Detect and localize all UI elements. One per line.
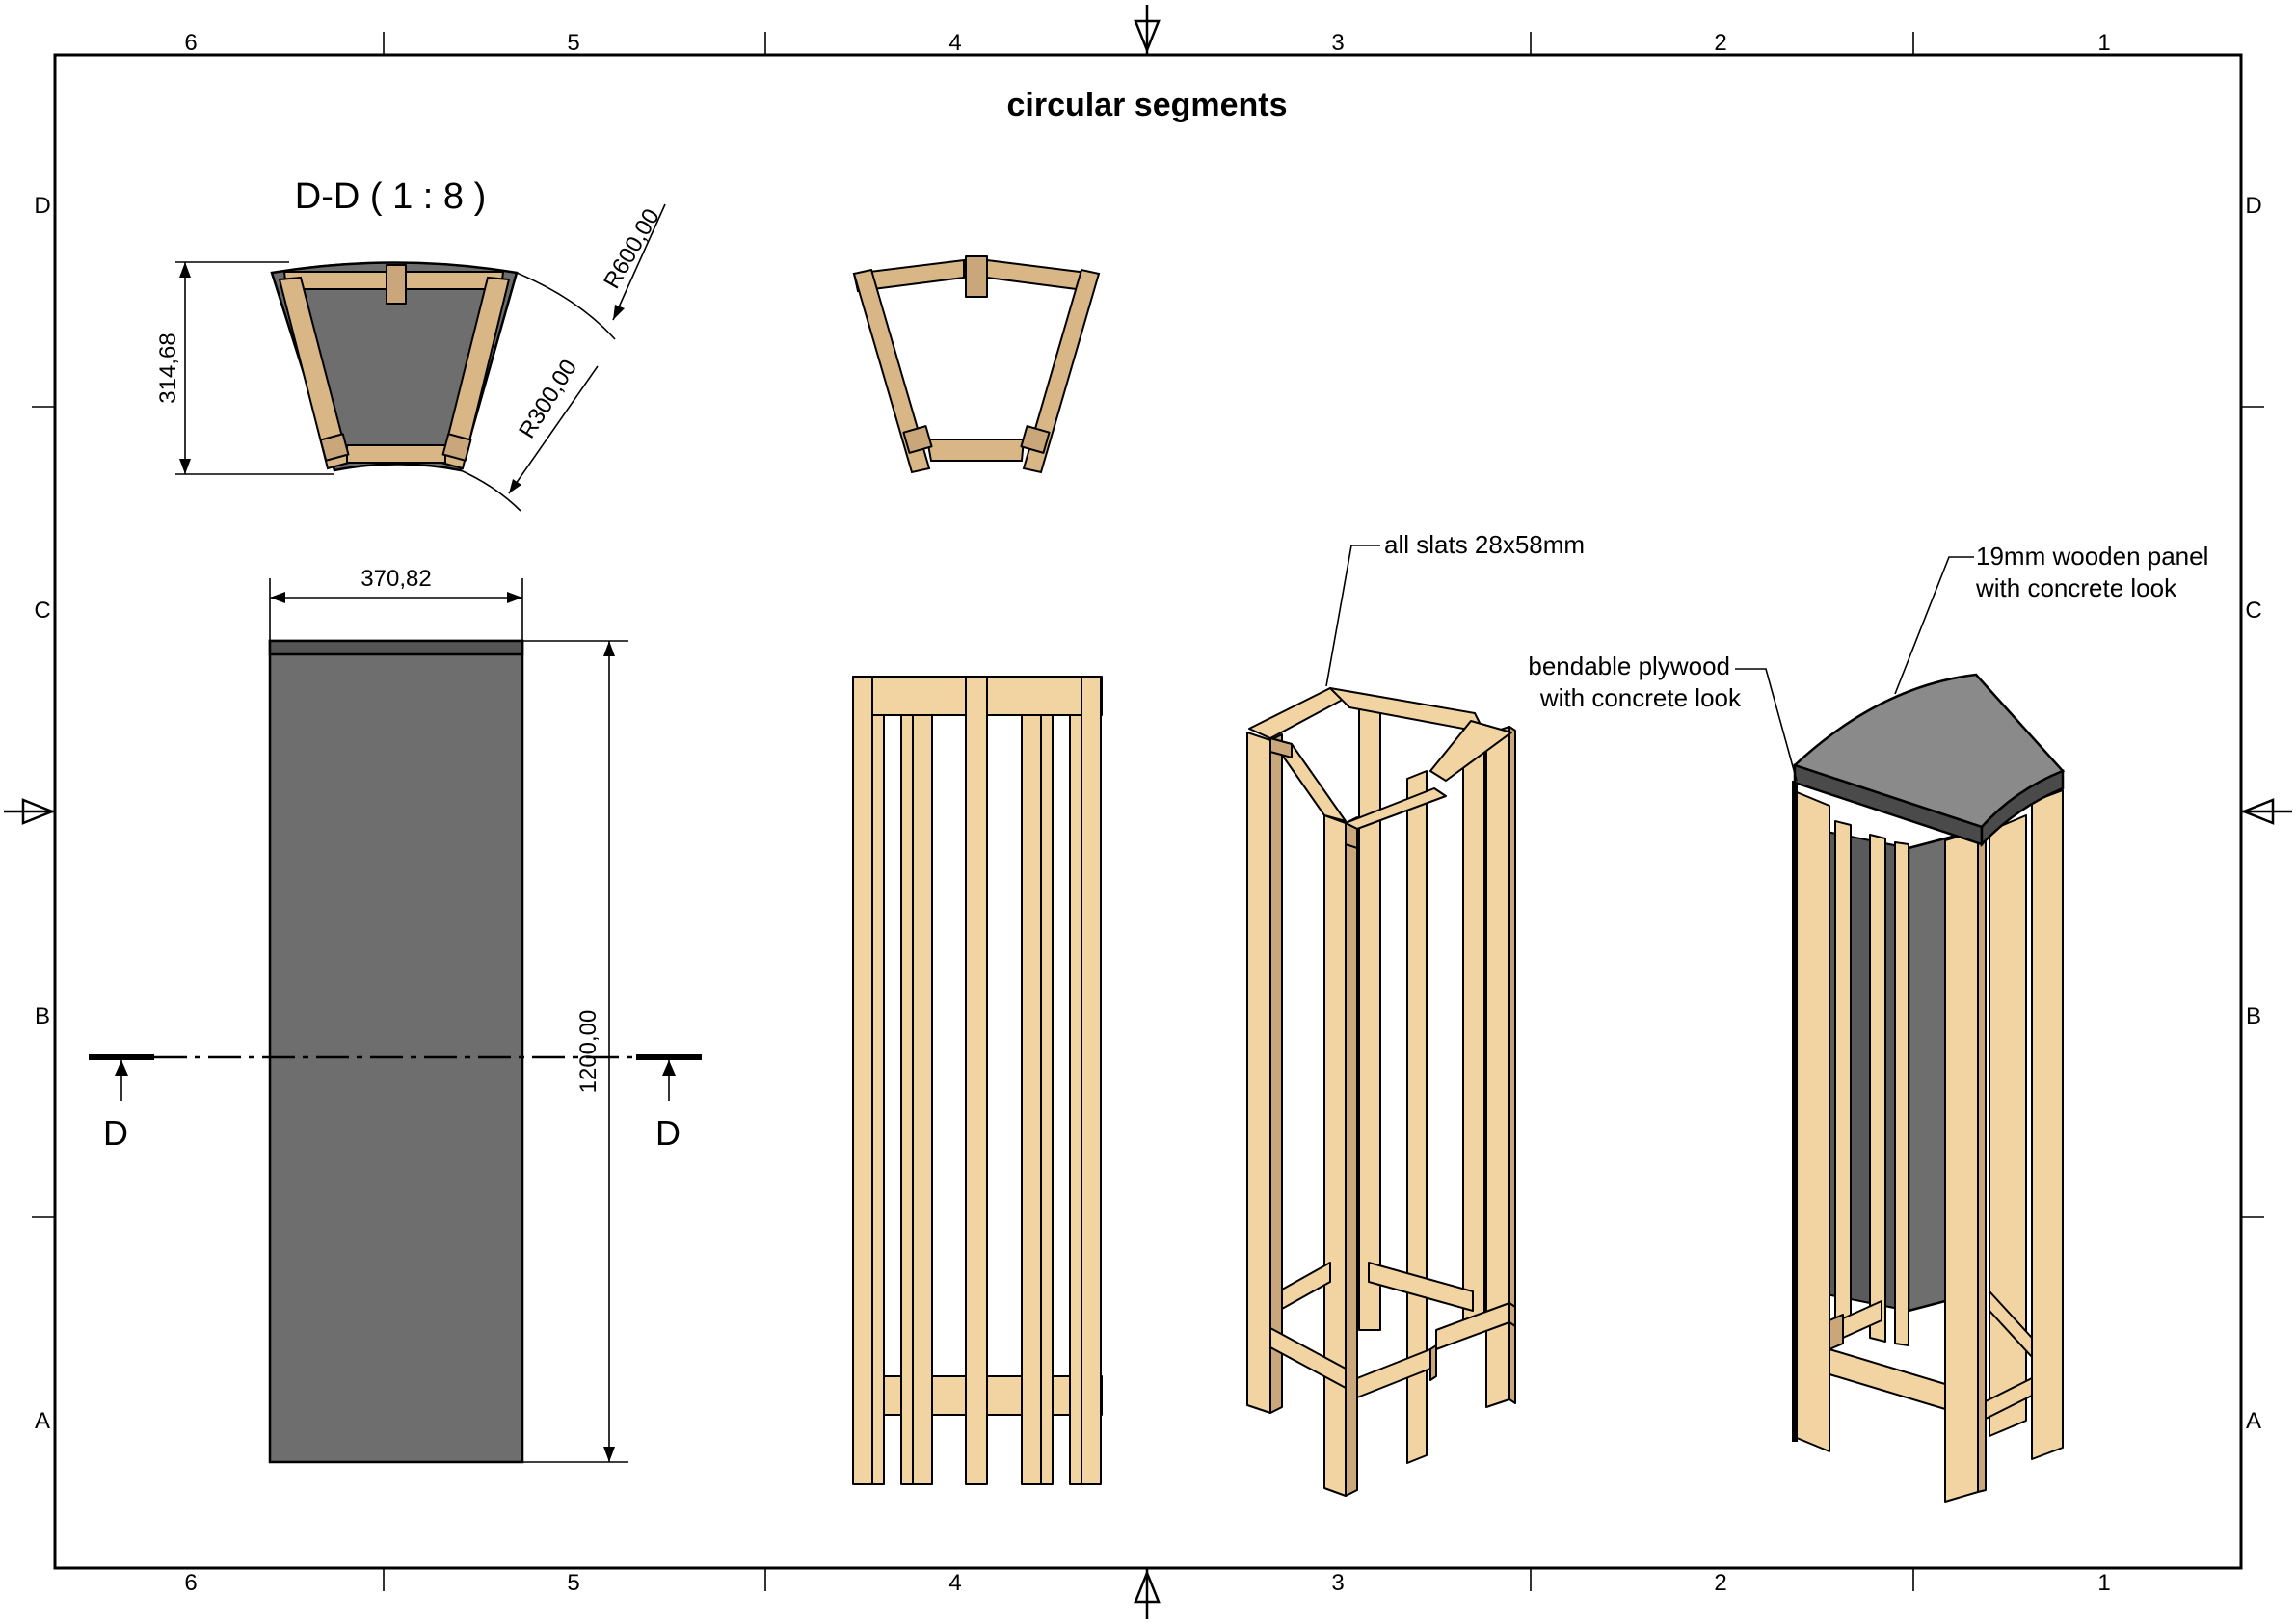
col-label-top-6: 6 (184, 30, 197, 56)
isometric-panel-element (1792, 673, 2066, 1503)
col-label-bottom-3: 3 (1331, 1570, 1344, 1596)
col-label-bottom-1: 1 (2097, 1570, 2110, 1596)
cut-marker-right: D (655, 1113, 681, 1153)
annotation-slats: all slats 28x58mm (1384, 530, 1585, 559)
section-dim-inner-radius: R300,00 (514, 355, 582, 442)
col-label-top-1: 1 (2097, 30, 2110, 56)
front-view-dimensions (89, 578, 702, 1463)
frame-front-view (852, 676, 1103, 1485)
section-label: D-D ( 1 : 8 ) (295, 176, 486, 217)
annotation-plywood-line2: with concrete look (1539, 683, 1742, 712)
col-label-bottom-6: 6 (184, 1570, 197, 1596)
annotation-plywood-line1: bendable plywood (1528, 652, 1730, 680)
row-label-left-D: D (34, 193, 50, 219)
annotation-panel-line1: 19mm wooden panel (1976, 542, 2208, 571)
row-label-left-B: B (35, 1003, 50, 1029)
col-label-top-5: 5 (567, 30, 579, 56)
col-label-bottom-2: 2 (1714, 1570, 1726, 1596)
col-label-top-3: 3 (1331, 30, 1344, 56)
annotation-panel-line2: with concrete look (1975, 573, 2177, 602)
col-label-top-4: 4 (948, 30, 961, 56)
front-dim-height: 1200,00 (575, 1010, 601, 1094)
cut-marker-left: D (103, 1113, 128, 1153)
col-label-bottom-4: 4 (948, 1570, 961, 1596)
row-label-left-C: C (34, 598, 50, 624)
front-view-panel (268, 639, 524, 1464)
sheet-title: circular segments (1006, 87, 1287, 123)
section-view (270, 261, 616, 512)
annotation-leaders (1325, 545, 1974, 782)
section-dimensions (175, 203, 666, 494)
col-label-top-2: 2 (1714, 30, 1726, 56)
row-label-right-A: A (2246, 1408, 2261, 1434)
section-dim-height: 314,68 (155, 333, 181, 403)
front-dim-width: 370,82 (360, 566, 431, 592)
row-label-right-B: B (2246, 1003, 2261, 1029)
row-label-right-D: D (2245, 193, 2261, 219)
centering-marks (4, 5, 2292, 1619)
frame-top-view (852, 255, 1101, 474)
col-label-bottom-5: 5 (567, 1570, 579, 1596)
row-label-right-C: C (2245, 598, 2261, 624)
row-label-left-A: A (35, 1408, 50, 1434)
isometric-frame (1246, 687, 1516, 1497)
